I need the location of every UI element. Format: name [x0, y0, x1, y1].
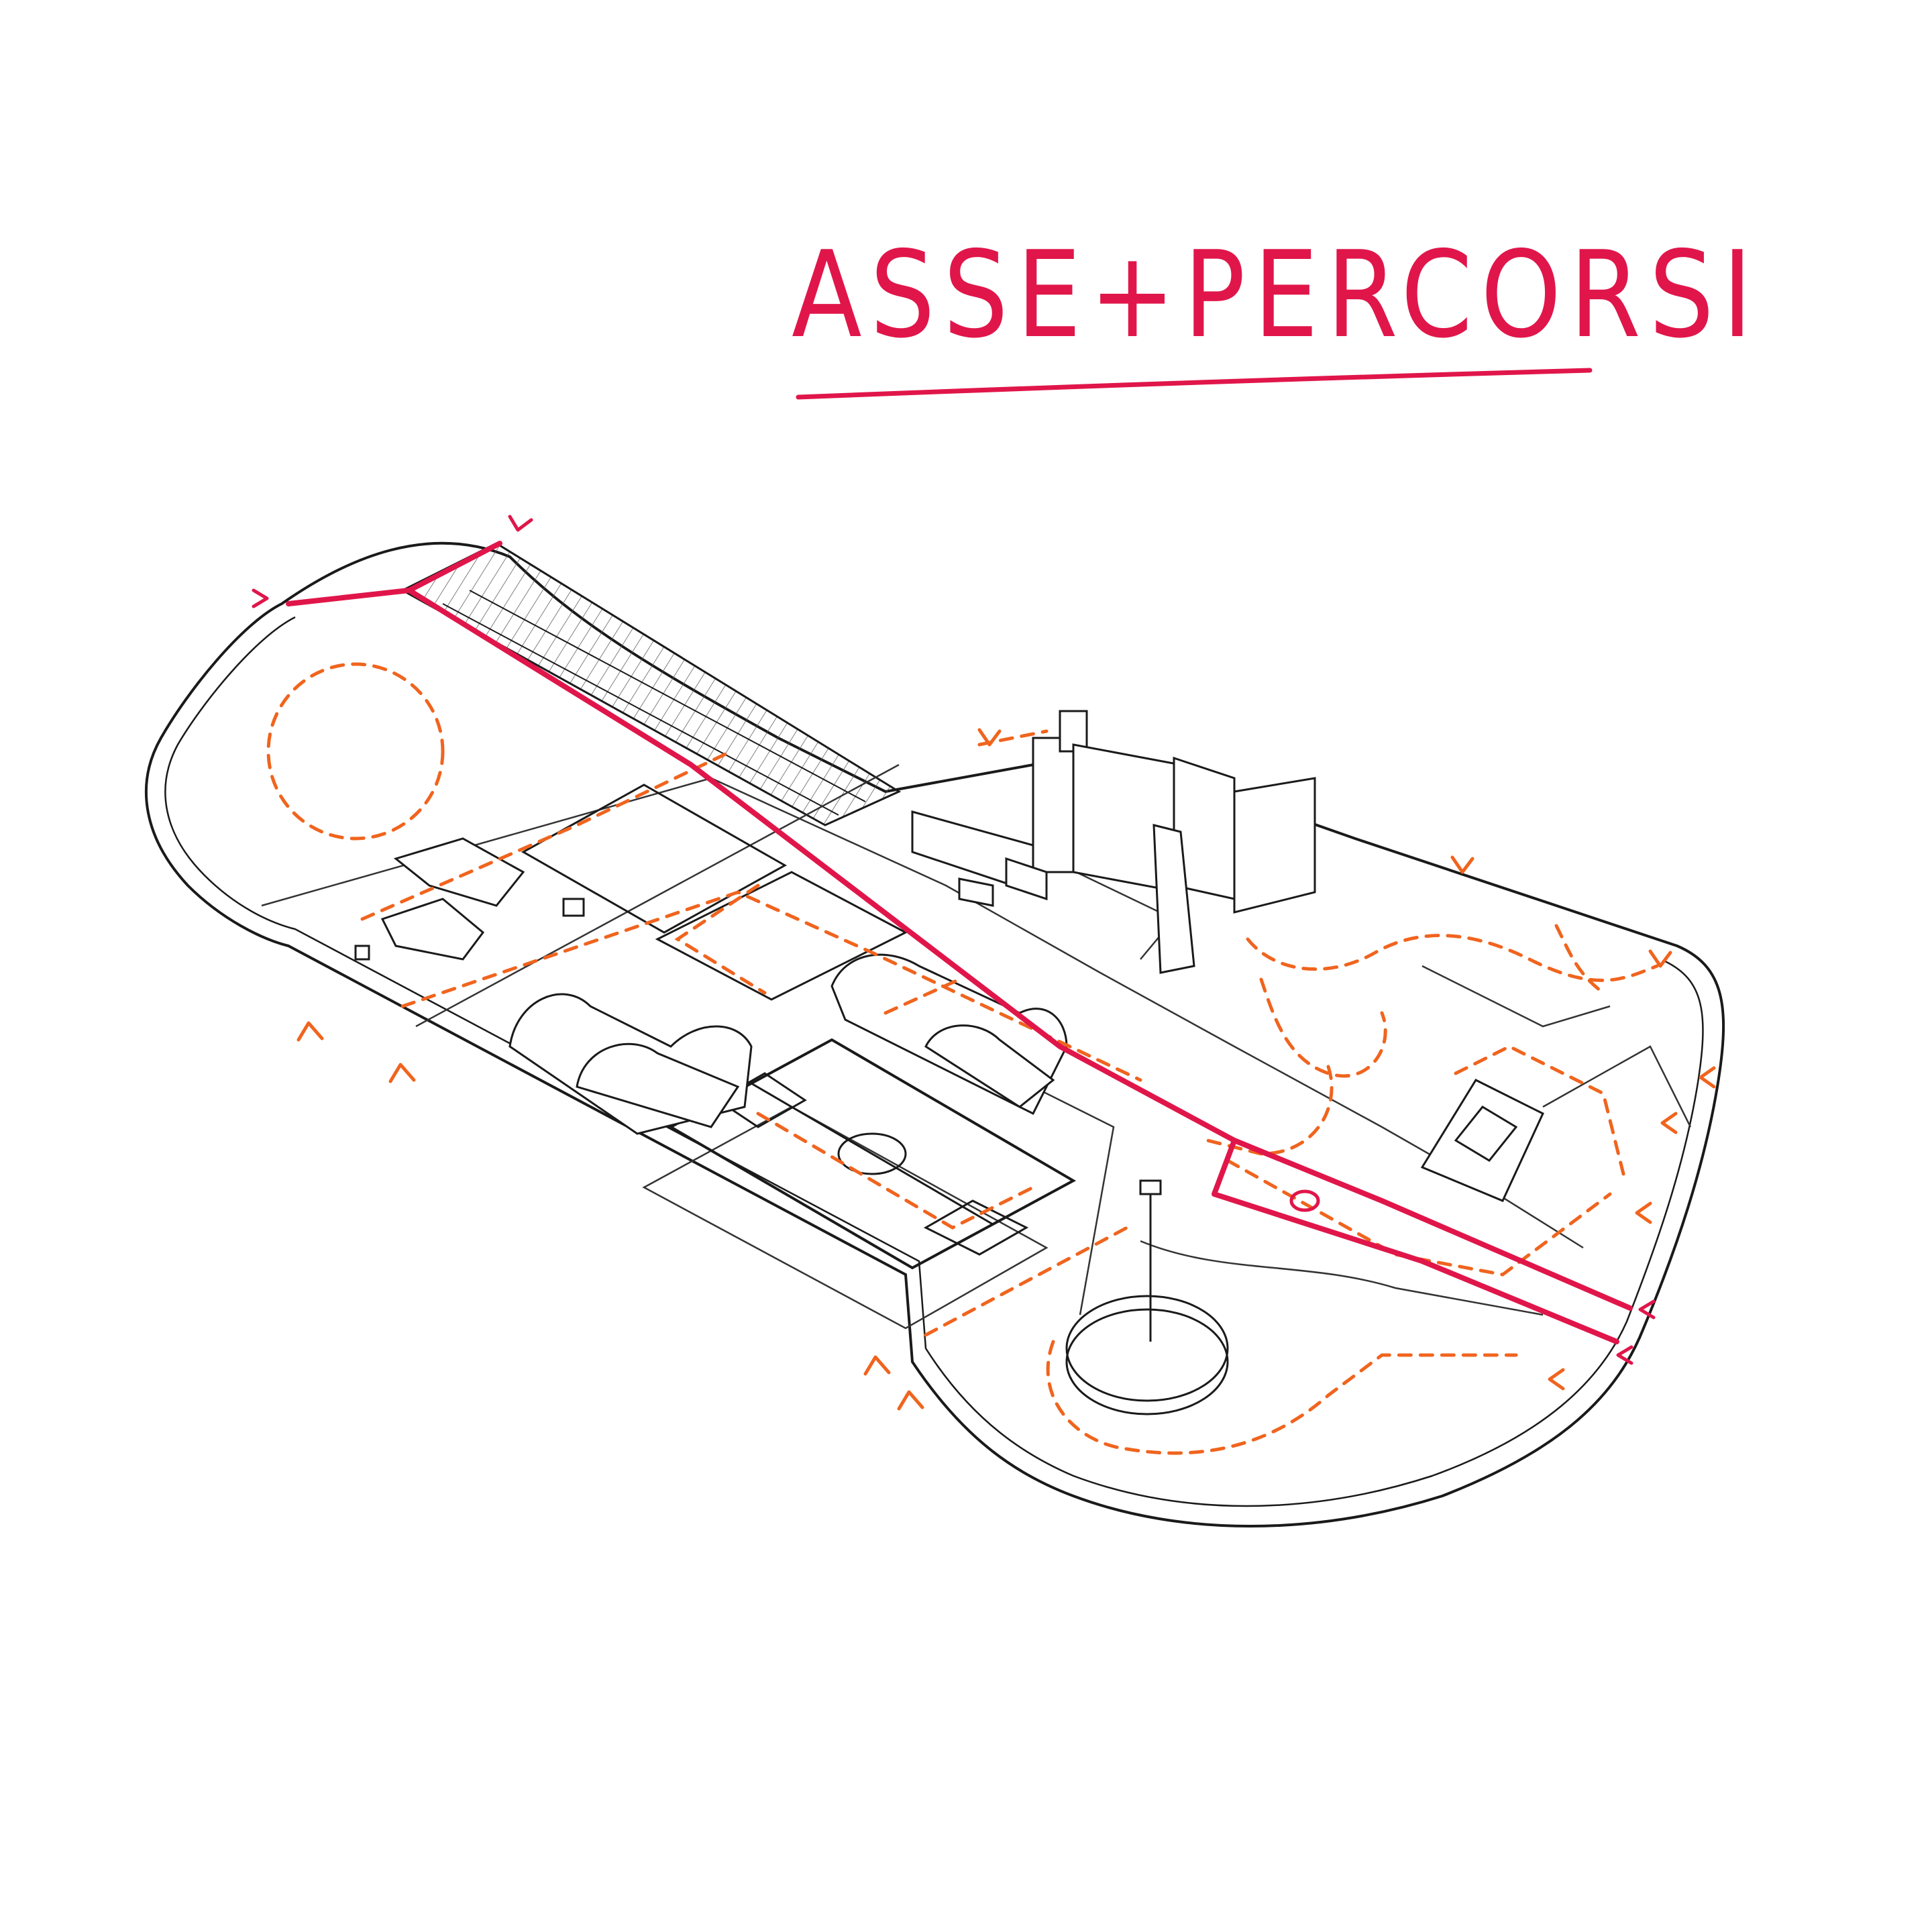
title-block: ASSE+PERCORSI [792, 221, 1752, 409]
title-underline [796, 368, 1593, 400]
entry-marker [977, 728, 1002, 747]
entry-marker [388, 1063, 416, 1083]
secondary-paths [266, 662, 1659, 1455]
entry-marker [1450, 855, 1474, 874]
entry-marker [863, 1355, 891, 1376]
entry-marker [1648, 949, 1672, 968]
axis-marker [508, 515, 533, 532]
axis-marker [252, 588, 269, 608]
east-pavilion [1420, 1079, 1544, 1202]
axis-marker [1638, 1299, 1656, 1320]
round-arena [1065, 1179, 1229, 1415]
axis-east-branch [1232, 1138, 1633, 1311]
path-entry-markers [297, 728, 1716, 1411]
entry-marker [1699, 1066, 1716, 1089]
entry-marker [1548, 1368, 1565, 1391]
main-axis [286, 541, 1633, 1344]
entry-marker [1635, 1201, 1652, 1224]
vaulted-halls [508, 953, 1068, 1135]
west-buildings [354, 837, 585, 961]
sports-fields [521, 784, 1077, 1270]
axis-entry-markers [252, 515, 1656, 1365]
entry-marker [297, 1021, 324, 1042]
main-building-complex [911, 710, 1316, 974]
entry-marker [1660, 1112, 1678, 1134]
parking-strip [400, 542, 902, 826]
axis-marker [1616, 1345, 1633, 1365]
entry-marker [897, 1390, 924, 1411]
